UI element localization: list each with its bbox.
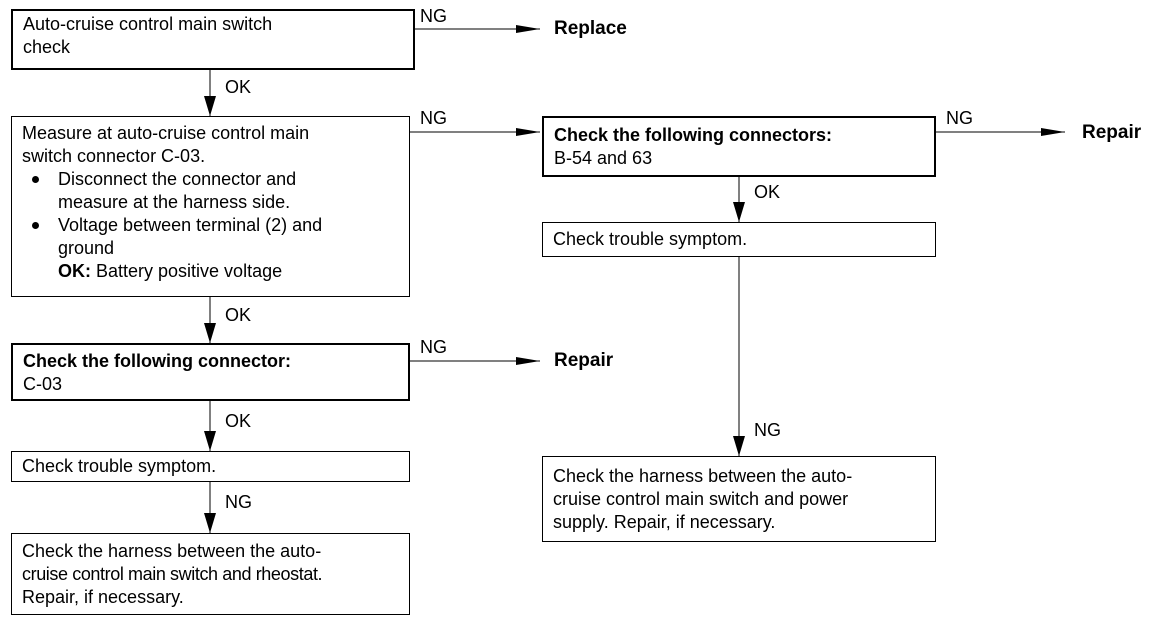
measure-bullet-1: Disconnect the connector and measure at …: [22, 168, 399, 214]
harness-power-line-1: Check the harness between the auto-: [553, 466, 853, 486]
label-ng-measure: NG: [420, 108, 447, 128]
box-measure-connector: Measure at auto-cruise control main swit…: [11, 116, 410, 297]
arrowhead-down-1: [204, 96, 216, 116]
terminal-repair-mid: Repair: [554, 350, 614, 371]
harness-rheostat-line-3: Repair, if necessary.: [22, 587, 184, 607]
measure-bullet-2: Voltage between terminal (2) and ground …: [22, 214, 399, 283]
check-connector-title: Check the following connector:: [23, 351, 292, 371]
label-ng-connector: NG: [420, 337, 447, 357]
terminal-replace: Replace: [554, 18, 627, 39]
label-ok-measure: OK: [225, 305, 252, 325]
measure-ok-value: Battery positive voltage: [91, 261, 283, 281]
label-ng-trouble-right: NG: [754, 420, 781, 440]
label-ok-connectors: OK: [754, 182, 781, 202]
trouble-left-text: Check trouble symptom.: [22, 456, 217, 476]
label-ng-connectors: NG: [946, 108, 973, 128]
box-check-connector: Check the following connector: C-03: [11, 343, 410, 401]
measure-line-2: switch connector C-03.: [22, 146, 206, 166]
terminal-repair-top-right: Repair: [1082, 122, 1142, 143]
measure-line-1: Measure at auto-cruise control main: [22, 123, 310, 143]
main-switch-line-2: check: [23, 37, 71, 57]
harness-rheostat-line-1: Check the harness between the auto-: [22, 541, 322, 561]
bullet-1-line-1: Disconnect the connector and: [58, 169, 297, 189]
arrowhead-down-6: [733, 436, 745, 456]
box-harness-rheostat: Check the harness between the auto- crui…: [11, 533, 410, 615]
box-check-connectors: Check the following connectors: B-54 and…: [542, 116, 936, 177]
arrowhead-down-2: [204, 323, 216, 343]
arrowhead-down-4: [204, 513, 216, 533]
check-connectors-value: B-54 and 63: [554, 148, 653, 168]
check-connectors-title: Check the following connectors:: [554, 125, 833, 145]
bullet-2-line-2: ground: [58, 238, 115, 258]
arrowhead-down-3: [204, 431, 216, 451]
arrowhead-down-5: [733, 202, 745, 222]
trouble-right-text: Check trouble symptom.: [553, 229, 748, 249]
harness-rheostat-line-2: cruise control main switch and rheostat.: [22, 564, 323, 584]
harness-power-line-2: cruise control main switch and power: [553, 489, 849, 509]
check-connector-value: C-03: [23, 374, 63, 394]
measure-ok-line: OK: Battery positive voltage: [58, 260, 399, 283]
measure-ok-label: OK:: [58, 261, 91, 281]
bullet-icon: [32, 176, 39, 183]
label-ok-main: OK: [225, 77, 252, 97]
box-harness-power: Check the harness between the auto- crui…: [542, 456, 936, 542]
harness-power-line-3: supply. Repair, if necessary.: [553, 512, 776, 532]
box-main-switch-check: Auto-cruise control main switch check: [11, 9, 415, 70]
bullet-1-line-2: measure at the harness side.: [58, 192, 291, 212]
label-ng-trouble-left: NG: [225, 492, 252, 512]
main-switch-line-1: Auto-cruise control main switch: [23, 14, 273, 34]
box-trouble-symptom-right: Check trouble symptom.: [542, 222, 936, 257]
box-trouble-symptom-left: Check trouble symptom.: [11, 451, 410, 482]
bullet-2-line-1: Voltage between terminal (2) and: [58, 215, 323, 235]
bullet-icon: [32, 222, 39, 229]
label-ok-connector: OK: [225, 411, 252, 431]
label-ng-main: NG: [420, 6, 447, 26]
